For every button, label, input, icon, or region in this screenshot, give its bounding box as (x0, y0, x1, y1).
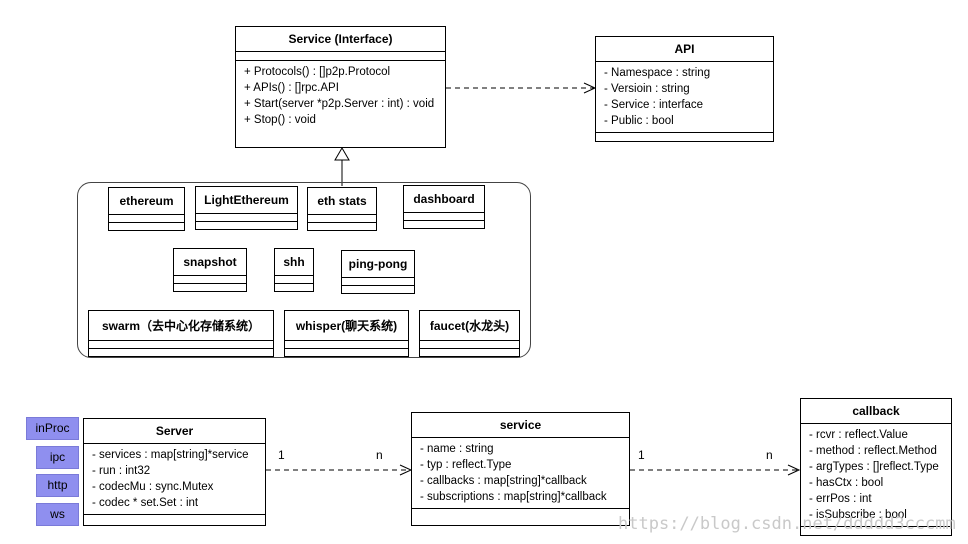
impl-pingpong: ping-pong (341, 250, 415, 294)
tag-http: http (36, 474, 79, 497)
attr: - name : string (420, 443, 494, 455)
attr: - argTypes : []reflect.Type (809, 461, 939, 473)
api-ops (596, 133, 773, 141)
impl-ethstats: eth stats (307, 187, 377, 231)
impl-dashboard: dashboard (403, 185, 485, 229)
op: + Stop() : void (244, 114, 316, 126)
impl-swarm: swarm（去中心化存储系统） (88, 310, 274, 357)
op: + Start(server *p2p.Server : int) : void (244, 98, 435, 110)
impl-faucet: faucet(水龙头) (419, 310, 520, 357)
callback-class: callback - rcvr : reflect.Value - method… (800, 398, 952, 536)
attr: - Public : bool (604, 115, 674, 127)
mult-service-callback-from: 1 (638, 448, 645, 462)
tag-ipc: ipc (36, 446, 79, 469)
realization-triangle (334, 147, 350, 161)
attr: - Namespace : string (604, 67, 711, 79)
attr: - codec * set.Set : int (92, 497, 199, 509)
impl-label: ethereum (109, 188, 184, 215)
service-interface-attrs (236, 52, 445, 61)
attr: - Versioin : string (604, 83, 690, 95)
service-attrs: - name : string - typ : reflect.Type - c… (412, 438, 629, 509)
attr: - services : map[string]*service (92, 449, 249, 461)
service-interface-title: Service (Interface) (236, 27, 445, 52)
impl-label: ping-pong (342, 251, 414, 278)
tag-ws: ws (36, 503, 79, 526)
attr: - method : reflect.Method (809, 445, 937, 457)
attr: - typ : reflect.Type (420, 459, 512, 471)
watermark: https://blog.csdn.net/ddddd3cccmm (618, 514, 956, 534)
attr: - subscriptions : map[string]*callback (420, 491, 607, 503)
impl-label: dashboard (404, 186, 484, 213)
service-interface-class: Service (Interface) + Protocols() : []p2… (235, 26, 446, 148)
callback-title: callback (801, 399, 951, 424)
callback-attrs: - rcvr : reflect.Value - method : reflec… (801, 424, 951, 527)
service-callback-arrowhead (787, 464, 801, 476)
impl-label: LightEthereum (196, 187, 297, 214)
attr: - rcvr : reflect.Value (809, 429, 908, 441)
op: + Protocols() : []p2p.Protocol (244, 66, 391, 78)
service-title: service (412, 413, 629, 438)
impl-ethereum: ethereum (108, 187, 185, 231)
mult-service-callback-to: n (766, 448, 773, 462)
attr: - hasCtx : bool (809, 477, 884, 489)
attr: - run : int32 (92, 465, 151, 477)
impl-lightethereum: LightEthereum (195, 186, 298, 230)
api-attrs: - Namespace : string - Versioin : string… (596, 62, 773, 133)
impl-snapshot: snapshot (173, 248, 247, 292)
impl-label: snapshot (174, 249, 246, 276)
impl-label: shh (275, 249, 313, 276)
impl-whisper: whisper(聊天系统) (284, 310, 409, 357)
implementations-group (77, 182, 531, 358)
server-ops (84, 515, 265, 523)
service-class: service - name : string - typ : reflect.… (411, 412, 630, 526)
op: + APIs() : []rpc.API (244, 82, 339, 94)
mult-server-service-to: n (376, 448, 383, 462)
server-title: Server (84, 419, 265, 444)
api-class: API - Namespace : string - Versioin : st… (595, 36, 774, 142)
server-attrs: - services : map[string]*service - run :… (84, 444, 265, 515)
attr: - Service : interface (604, 99, 704, 111)
server-class: Server - services : map[string]*service … (83, 418, 266, 526)
attr: - callbacks : map[string]*callback (420, 475, 587, 487)
attr: - isSubscribe : bool (809, 509, 907, 521)
impl-label: faucet(水龙头) (420, 311, 519, 341)
impl-label: whisper(聊天系统) (285, 311, 408, 341)
impl-shh: shh (274, 248, 314, 292)
service-ops (412, 509, 629, 517)
mult-server-service-from: 1 (278, 448, 285, 462)
service-interface-ops: + Protocols() : []p2p.Protocol + APIs() … (236, 61, 445, 131)
api-title: API (596, 37, 773, 62)
attr: - errPos : int (809, 493, 872, 505)
tag-inproc: inProc (26, 417, 79, 440)
impl-label: swarm（去中心化存储系统） (89, 311, 273, 341)
impl-label: eth stats (308, 188, 376, 215)
attr: - codecMu : sync.Mutex (92, 481, 214, 493)
